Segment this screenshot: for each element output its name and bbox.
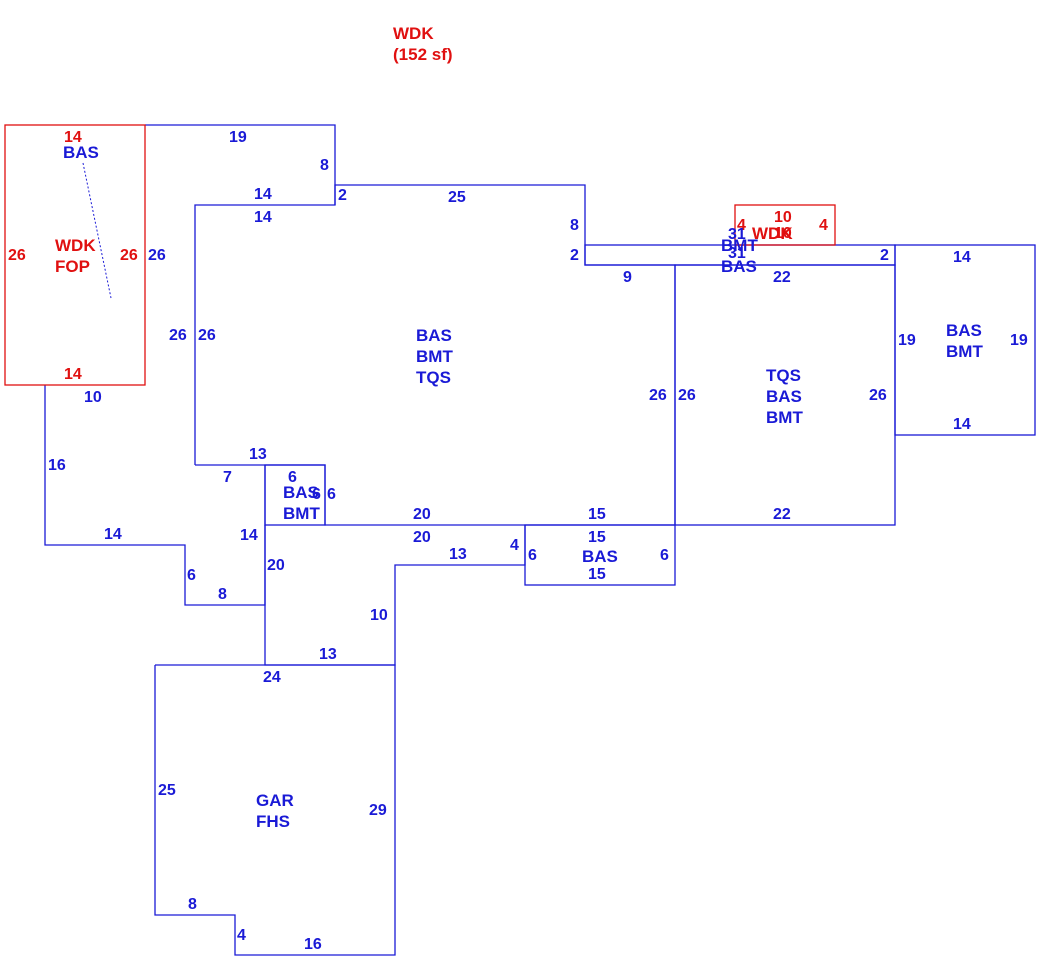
dim-label: 14 bbox=[104, 526, 122, 543]
dim-label: 29 bbox=[369, 802, 387, 819]
garage-outline bbox=[154, 664, 396, 956]
lower-bas-label: BAS bbox=[582, 547, 618, 566]
dim-label: 26 bbox=[120, 247, 138, 264]
dim-label: 20 bbox=[413, 529, 431, 546]
wdk-fop-label-1: WDK bbox=[55, 236, 96, 255]
dim-label: 26 bbox=[678, 387, 696, 404]
header-area: (152 sf) bbox=[393, 45, 453, 64]
dim-label: 8 bbox=[218, 586, 227, 603]
garage-label-1: GAR bbox=[256, 791, 294, 810]
dim-label: 8 bbox=[570, 217, 579, 234]
center-lower-outline bbox=[264, 525, 526, 666]
dim-label: 14 bbox=[953, 416, 971, 433]
dim-label: 31 bbox=[728, 245, 746, 262]
dim-label: 4 bbox=[737, 217, 746, 234]
garage-label-2: FHS bbox=[256, 812, 290, 831]
dim-label: 2 bbox=[880, 247, 889, 264]
bas-top-outline bbox=[145, 124, 336, 465]
dim-label: 16 bbox=[304, 936, 322, 953]
dim-label: 19 bbox=[1010, 332, 1028, 349]
right-mid-label-1: TQS bbox=[766, 366, 801, 385]
dim-label: 6 bbox=[187, 567, 196, 584]
dim-label: 4 bbox=[819, 217, 828, 234]
dim-label: 4 bbox=[510, 537, 519, 554]
far-right-outline bbox=[894, 244, 1036, 436]
dim-label: 13 bbox=[449, 546, 467, 563]
dim-label: 26 bbox=[198, 327, 216, 344]
dim-label: 10 bbox=[370, 607, 388, 624]
dim-label: 8 bbox=[188, 896, 197, 913]
bas-hatch-line bbox=[82, 162, 112, 299]
dim-label: 8 bbox=[320, 157, 329, 174]
small-deck-outline bbox=[734, 204, 836, 246]
dim-label: 10 bbox=[774, 209, 792, 226]
dim-label: 6 bbox=[660, 547, 669, 564]
dim-label: 2 bbox=[570, 247, 579, 264]
dim-label: 19 bbox=[898, 332, 916, 349]
dim-label: 31 bbox=[728, 226, 746, 243]
dim-label: 20 bbox=[413, 506, 431, 523]
dim-label: 14 bbox=[953, 249, 971, 266]
dim-label: 26 bbox=[649, 387, 667, 404]
main-area-label-3: TQS bbox=[416, 368, 451, 387]
dim-label: 13 bbox=[319, 646, 337, 663]
dim-label: 19 bbox=[229, 129, 247, 146]
dim-label: 26 bbox=[148, 247, 166, 264]
dim-label: 14 bbox=[64, 129, 82, 146]
dim-label: 9 bbox=[623, 269, 632, 286]
dim-label: 24 bbox=[263, 669, 281, 686]
main-area-label-2: BMT bbox=[416, 347, 453, 366]
strip-label-2: BAS bbox=[721, 257, 757, 276]
header-label: WDK bbox=[393, 24, 434, 43]
strip-label-1: BMT bbox=[721, 236, 758, 255]
dim-label: 15 bbox=[588, 566, 606, 583]
dim-label: 15 bbox=[588, 506, 606, 523]
dim-label: 26 bbox=[8, 247, 26, 264]
dim-label: 6 bbox=[528, 547, 537, 564]
dim-label: 14 bbox=[254, 209, 272, 226]
dim-label: 6 bbox=[312, 486, 321, 503]
dim-label: 7 bbox=[223, 469, 232, 486]
lower-bas-outline bbox=[524, 524, 676, 586]
dim-label: 10 bbox=[774, 225, 792, 242]
dim-label: 10 bbox=[84, 389, 102, 406]
dim-label: 22 bbox=[773, 269, 791, 286]
wdk-fop-outline bbox=[4, 124, 146, 386]
dim-label: 20 bbox=[267, 557, 285, 574]
small-deck-label: WDK bbox=[752, 224, 793, 243]
right-mid-label-2: BAS bbox=[766, 387, 802, 406]
dim-label: 26 bbox=[169, 327, 187, 344]
dim-label: 25 bbox=[448, 189, 466, 206]
small-center-label-2: BMT bbox=[283, 504, 320, 523]
dim-label: 6 bbox=[288, 469, 297, 486]
dim-label: 6 bbox=[327, 486, 336, 503]
dim-label: 14 bbox=[64, 366, 82, 383]
dim-label: 15 bbox=[588, 529, 606, 546]
dim-label: 22 bbox=[773, 506, 791, 523]
dim-label: 16 bbox=[48, 457, 66, 474]
small-center-label-1: BAS bbox=[283, 483, 319, 502]
dim-label: 4 bbox=[237, 927, 246, 944]
far-right-label-1: BAS bbox=[946, 321, 982, 340]
dim-label: 25 bbox=[158, 782, 176, 799]
left-area-outline bbox=[44, 385, 266, 606]
main-area-label-1: BAS bbox=[416, 326, 452, 345]
right-mid-label-3: BMT bbox=[766, 408, 803, 427]
bas-top-label: BAS bbox=[63, 143, 99, 162]
dim-label: 14 bbox=[240, 527, 258, 544]
dim-label: 2 bbox=[338, 187, 347, 204]
dim-label: 14 bbox=[254, 186, 272, 203]
wdk-fop-label-2: FOP bbox=[55, 257, 90, 276]
dim-label: 26 bbox=[869, 387, 887, 404]
dim-label: 13 bbox=[249, 446, 267, 463]
far-right-label-2: BMT bbox=[946, 342, 983, 361]
